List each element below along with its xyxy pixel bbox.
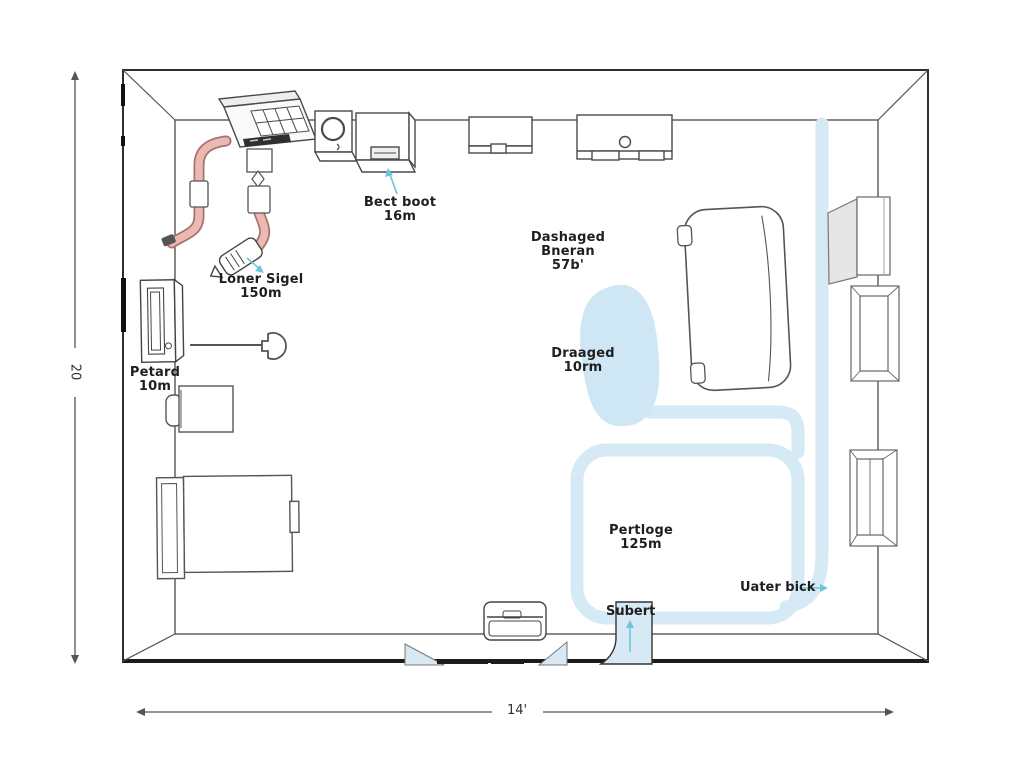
hose-left bbox=[161, 135, 232, 249]
label-draaged: Draaged 10rm bbox=[551, 347, 615, 375]
label-pertloge-name: Pertloge bbox=[608, 523, 674, 538]
flat-wall-box bbox=[468, 116, 533, 154]
label-draaged-value: 10rm bbox=[563, 360, 603, 375]
door-bar-right bbox=[491, 659, 524, 664]
dimension-line-left bbox=[71, 71, 79, 664]
label-petard-value: 10m bbox=[138, 379, 172, 394]
printer-box bbox=[483, 601, 547, 641]
water-blob bbox=[580, 284, 660, 427]
sprayer-nozzle bbox=[209, 237, 263, 278]
water-path-sofa-stub bbox=[643, 405, 805, 459]
label-petard: Petard 10m bbox=[130, 366, 180, 394]
label-pertloge: Pertloge 125m bbox=[609, 524, 673, 552]
label-pertloge-value: 125m bbox=[620, 537, 662, 552]
shelf-middle bbox=[850, 285, 900, 382]
annotation-arrows bbox=[246, 168, 828, 652]
label-loner-sigel-value: 150m bbox=[240, 286, 282, 301]
door-bar-left bbox=[437, 659, 488, 664]
label-bect-boot: Bect boot 16m bbox=[364, 196, 436, 224]
bect-boot-appliance bbox=[354, 111, 417, 173]
small-wall-box bbox=[165, 385, 234, 433]
media-wall-box bbox=[576, 114, 673, 161]
subert-chute bbox=[598, 601, 653, 665]
label-petard-name: Petard bbox=[129, 365, 181, 380]
petard-door-panel bbox=[139, 278, 185, 364]
door-threshold bbox=[404, 640, 568, 666]
label-dashaged: Dashaged Bneran 57b' bbox=[531, 231, 605, 273]
label-subert: Subert bbox=[606, 604, 656, 619]
label-loner-sigel: Loner Sigel 150m bbox=[219, 273, 304, 301]
cube-appliance bbox=[313, 110, 359, 162]
sofa bbox=[676, 205, 792, 392]
label-bect-boot-value: 16m bbox=[383, 209, 417, 224]
dimension-line-bottom bbox=[136, 708, 894, 716]
dimension-label-height: 20 bbox=[67, 363, 83, 381]
water-path-loop bbox=[570, 443, 805, 625]
label-uater-bick: Uater bick bbox=[740, 580, 816, 595]
room-walls bbox=[121, 69, 929, 663]
label-dashaged-line2: Bneran bbox=[541, 244, 595, 259]
desk bbox=[155, 474, 300, 580]
dimension-label-width: 14' bbox=[506, 703, 528, 718]
shelf-bottom bbox=[849, 449, 898, 547]
shelf-top bbox=[827, 196, 891, 285]
door-triangle-left bbox=[404, 643, 445, 666]
bect-boot-arrow bbox=[388, 171, 398, 195]
label-dashaged-line3: 57b' bbox=[551, 258, 585, 273]
label-bect-boot-name: Bect boot bbox=[363, 195, 437, 210]
label-loner-sigel-name: Loner Sigel bbox=[218, 272, 304, 287]
wand-probe bbox=[190, 332, 287, 360]
door-triangle-right bbox=[537, 640, 568, 666]
label-dashaged-line1: Dashaged bbox=[530, 230, 606, 245]
label-draaged-name: Draaged bbox=[551, 346, 615, 361]
heater-panel bbox=[217, 90, 317, 148]
